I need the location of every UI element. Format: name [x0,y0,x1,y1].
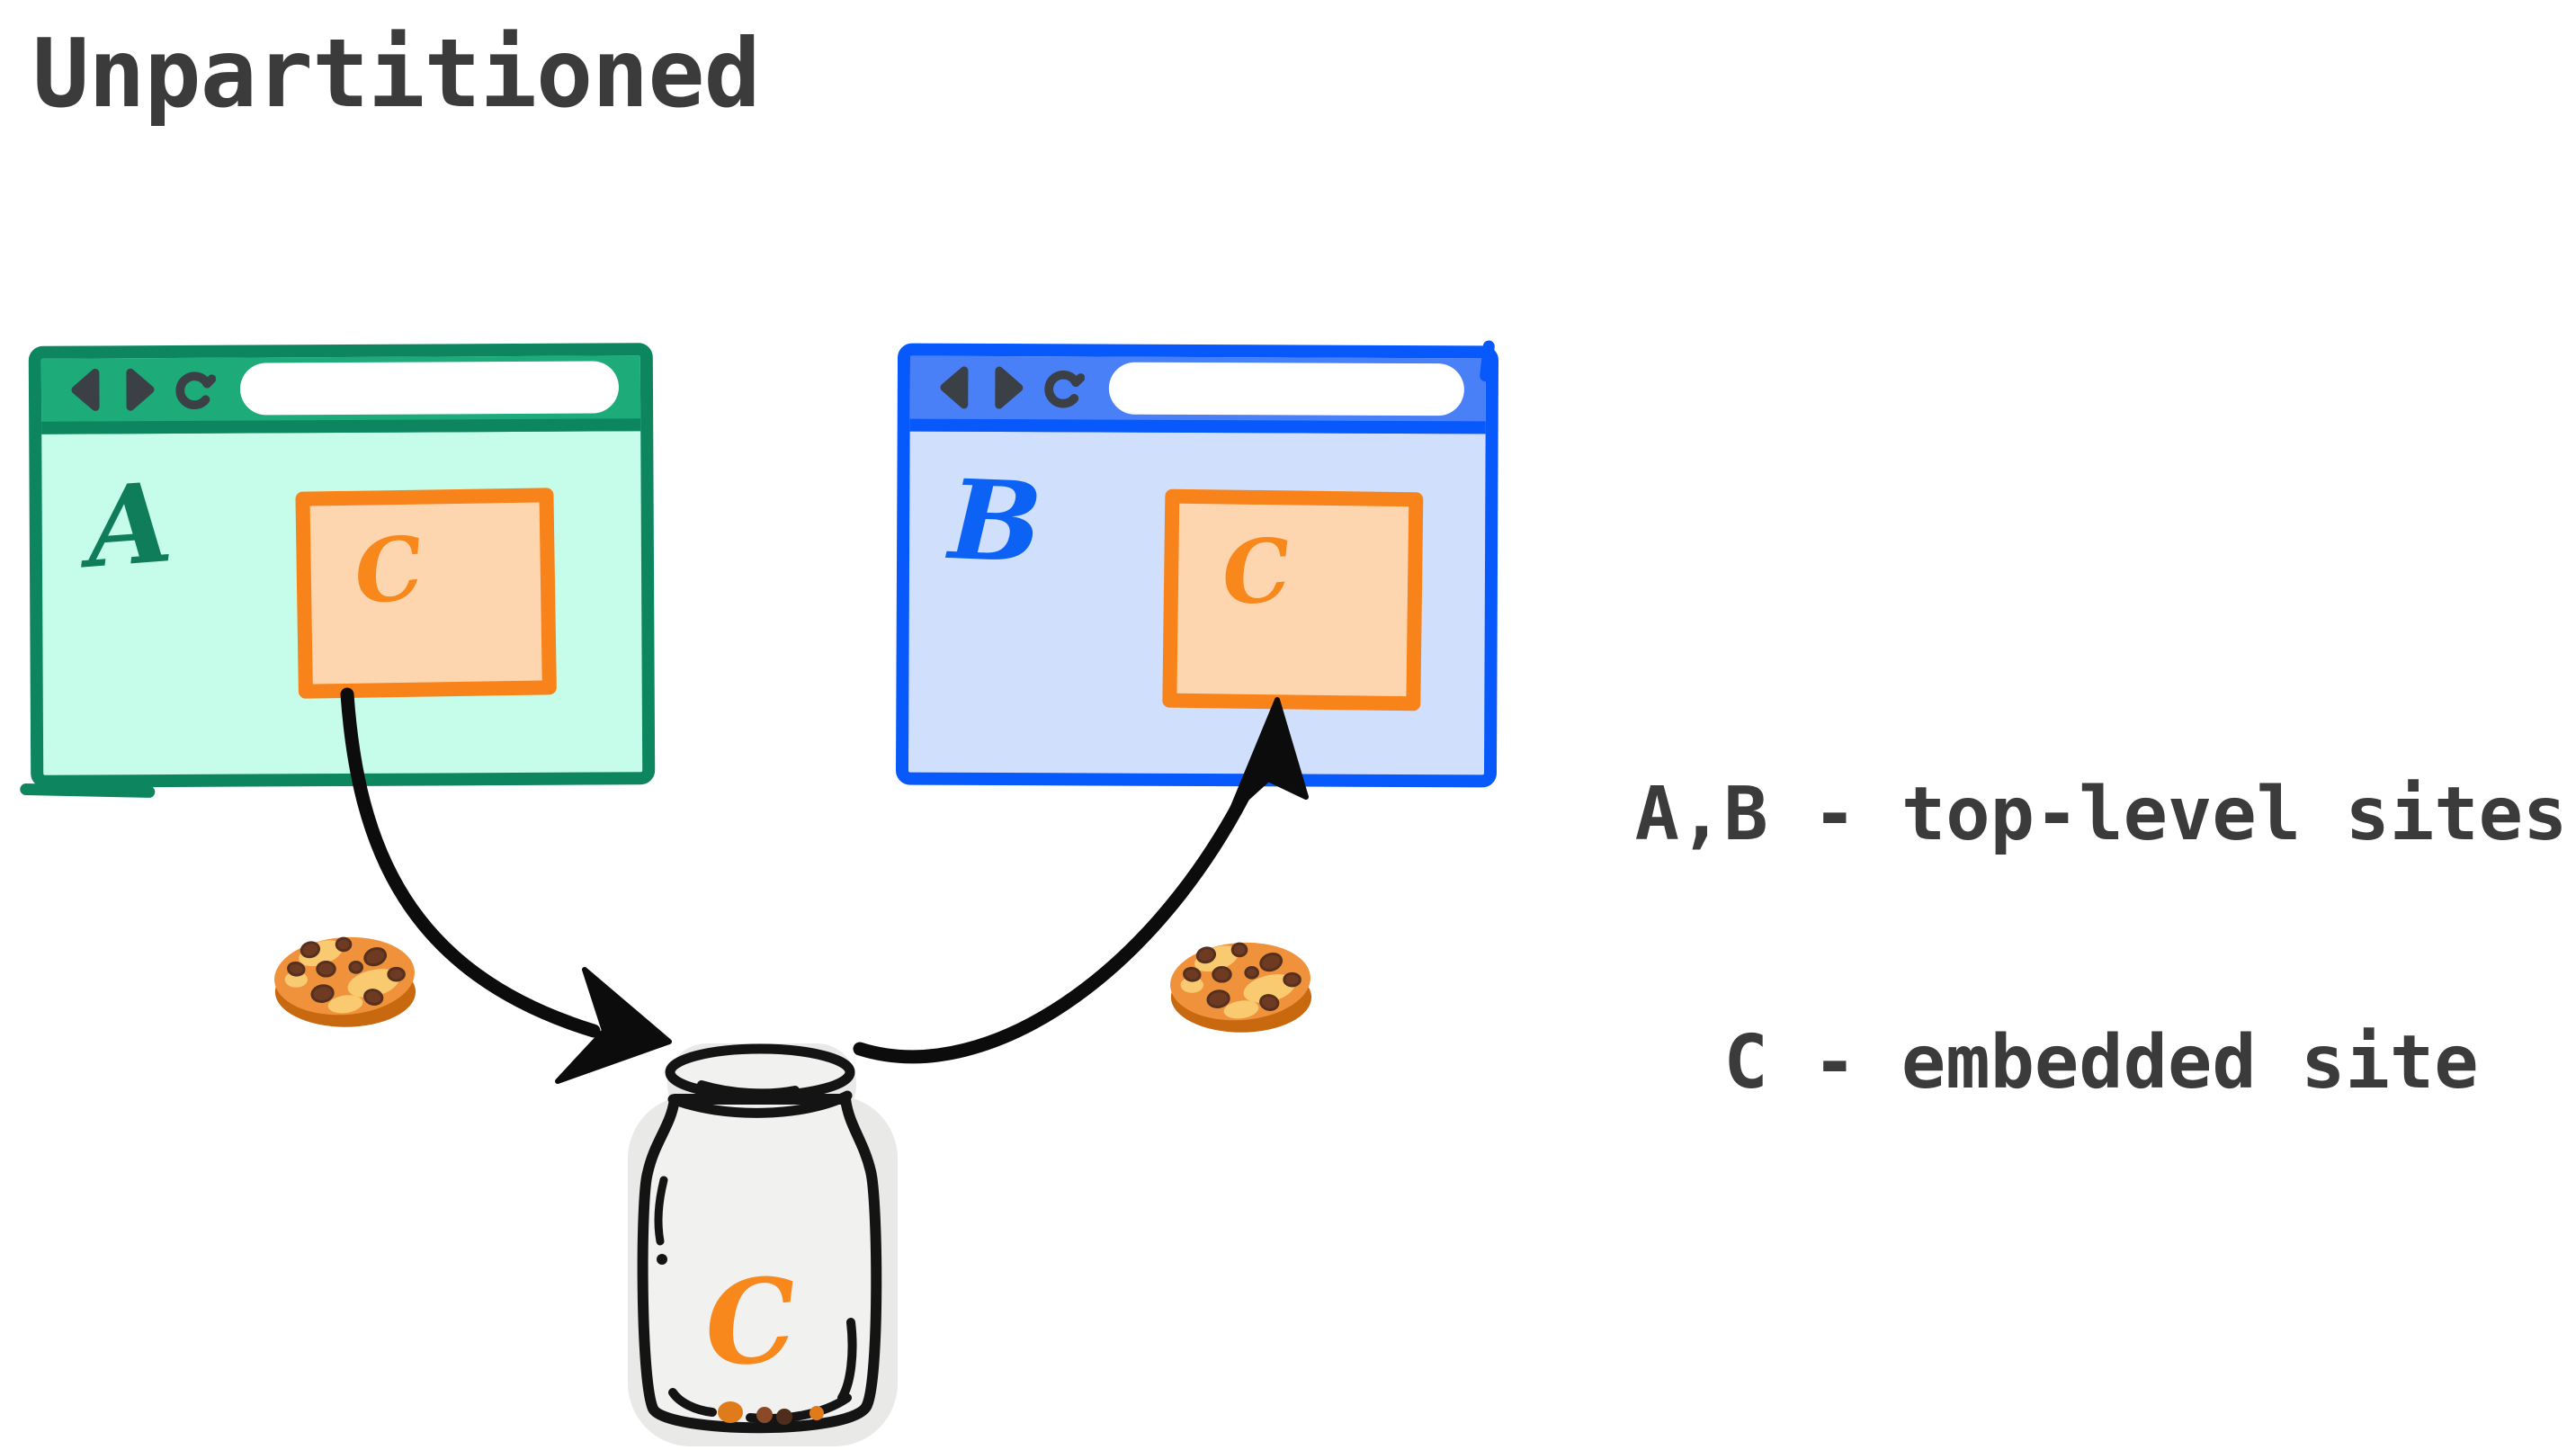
legend-line-1: A,B - top-level sites [1634,772,2568,857]
crumb [776,1409,792,1425]
crumb [718,1401,743,1423]
embedded-frame-label: C [1218,518,1295,626]
legend: A,B - top-level sites C - embedded site [1630,608,2572,1270]
window-label-b: B [944,454,1045,587]
browser-toolbar-b [909,355,1487,434]
reload-icon [1044,370,1085,408]
page-title: Unpartitioned [32,19,761,129]
crumb [756,1407,773,1423]
legend-line-2: C - embedded site [1723,1020,2479,1105]
reload-icon [175,371,217,409]
back-icon [940,366,969,409]
address-bar [1108,362,1464,416]
forward-icon [995,366,1024,409]
svg-text:B: B [944,454,1045,587]
address-bar [239,361,620,416]
svg-text:C: C [349,515,429,624]
browser-window-b: B C [895,343,1499,788]
page-body-b: B C [908,432,1486,763]
back-icon [71,368,100,411]
jar-label: C [701,1252,801,1393]
forward-icon [126,368,155,411]
window-label-a: A [73,457,176,593]
cookie-icon [274,936,416,1027]
embedded-frame-label: C [349,515,429,624]
page-body-a: A C [41,431,642,762]
cookie-jar-icon: C [628,1043,898,1446]
embedded-frame-c: C [295,488,557,699]
crumb [809,1406,824,1420]
browser-window-a: A C [28,343,656,788]
svg-text:A: A [73,457,176,593]
browser-toolbar-a [40,355,641,434]
svg-text:C: C [1218,518,1295,626]
cookie-icon [1170,942,1312,1033]
embedded-frame-c: C [1162,488,1424,712]
